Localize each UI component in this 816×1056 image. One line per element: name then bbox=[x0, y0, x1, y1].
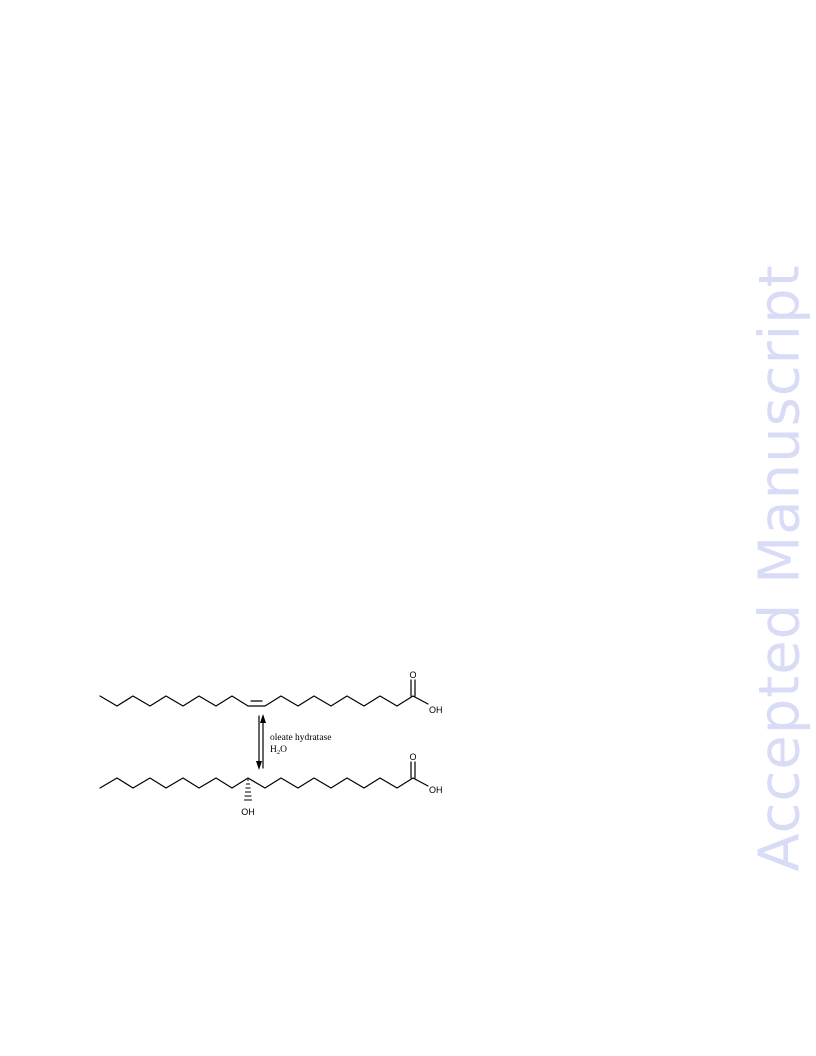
forward-arrow-head bbox=[256, 761, 262, 770]
enzyme-label: oleate hydratase bbox=[270, 733, 331, 743]
bottom-side-hydroxyl-label: OH bbox=[241, 807, 255, 817]
bottom-hydroxyl-label: OH bbox=[429, 785, 443, 795]
bottom-carbonyl-oxygen-label: O bbox=[409, 752, 416, 762]
bottom-carbon-chain bbox=[99, 777, 429, 789]
top-carbon-chain bbox=[99, 695, 429, 707]
top-carbonyl-oxygen-label: O bbox=[409, 670, 416, 680]
water-o: O bbox=[280, 745, 287, 755]
water-h: H bbox=[270, 745, 277, 755]
water-reagent-label: H2O bbox=[270, 745, 287, 756]
hashed-wedge-bond bbox=[244, 779, 252, 801]
hydroxystearic-acid-structure: O OH OH bbox=[99, 752, 443, 817]
oleic-acid-structure: O OH bbox=[99, 670, 443, 715]
equilibrium-arrows bbox=[256, 714, 266, 770]
reverse-arrow-head bbox=[260, 714, 266, 723]
top-hydroxyl-label: OH bbox=[429, 705, 443, 715]
water-subscript: 2 bbox=[277, 749, 280, 756]
